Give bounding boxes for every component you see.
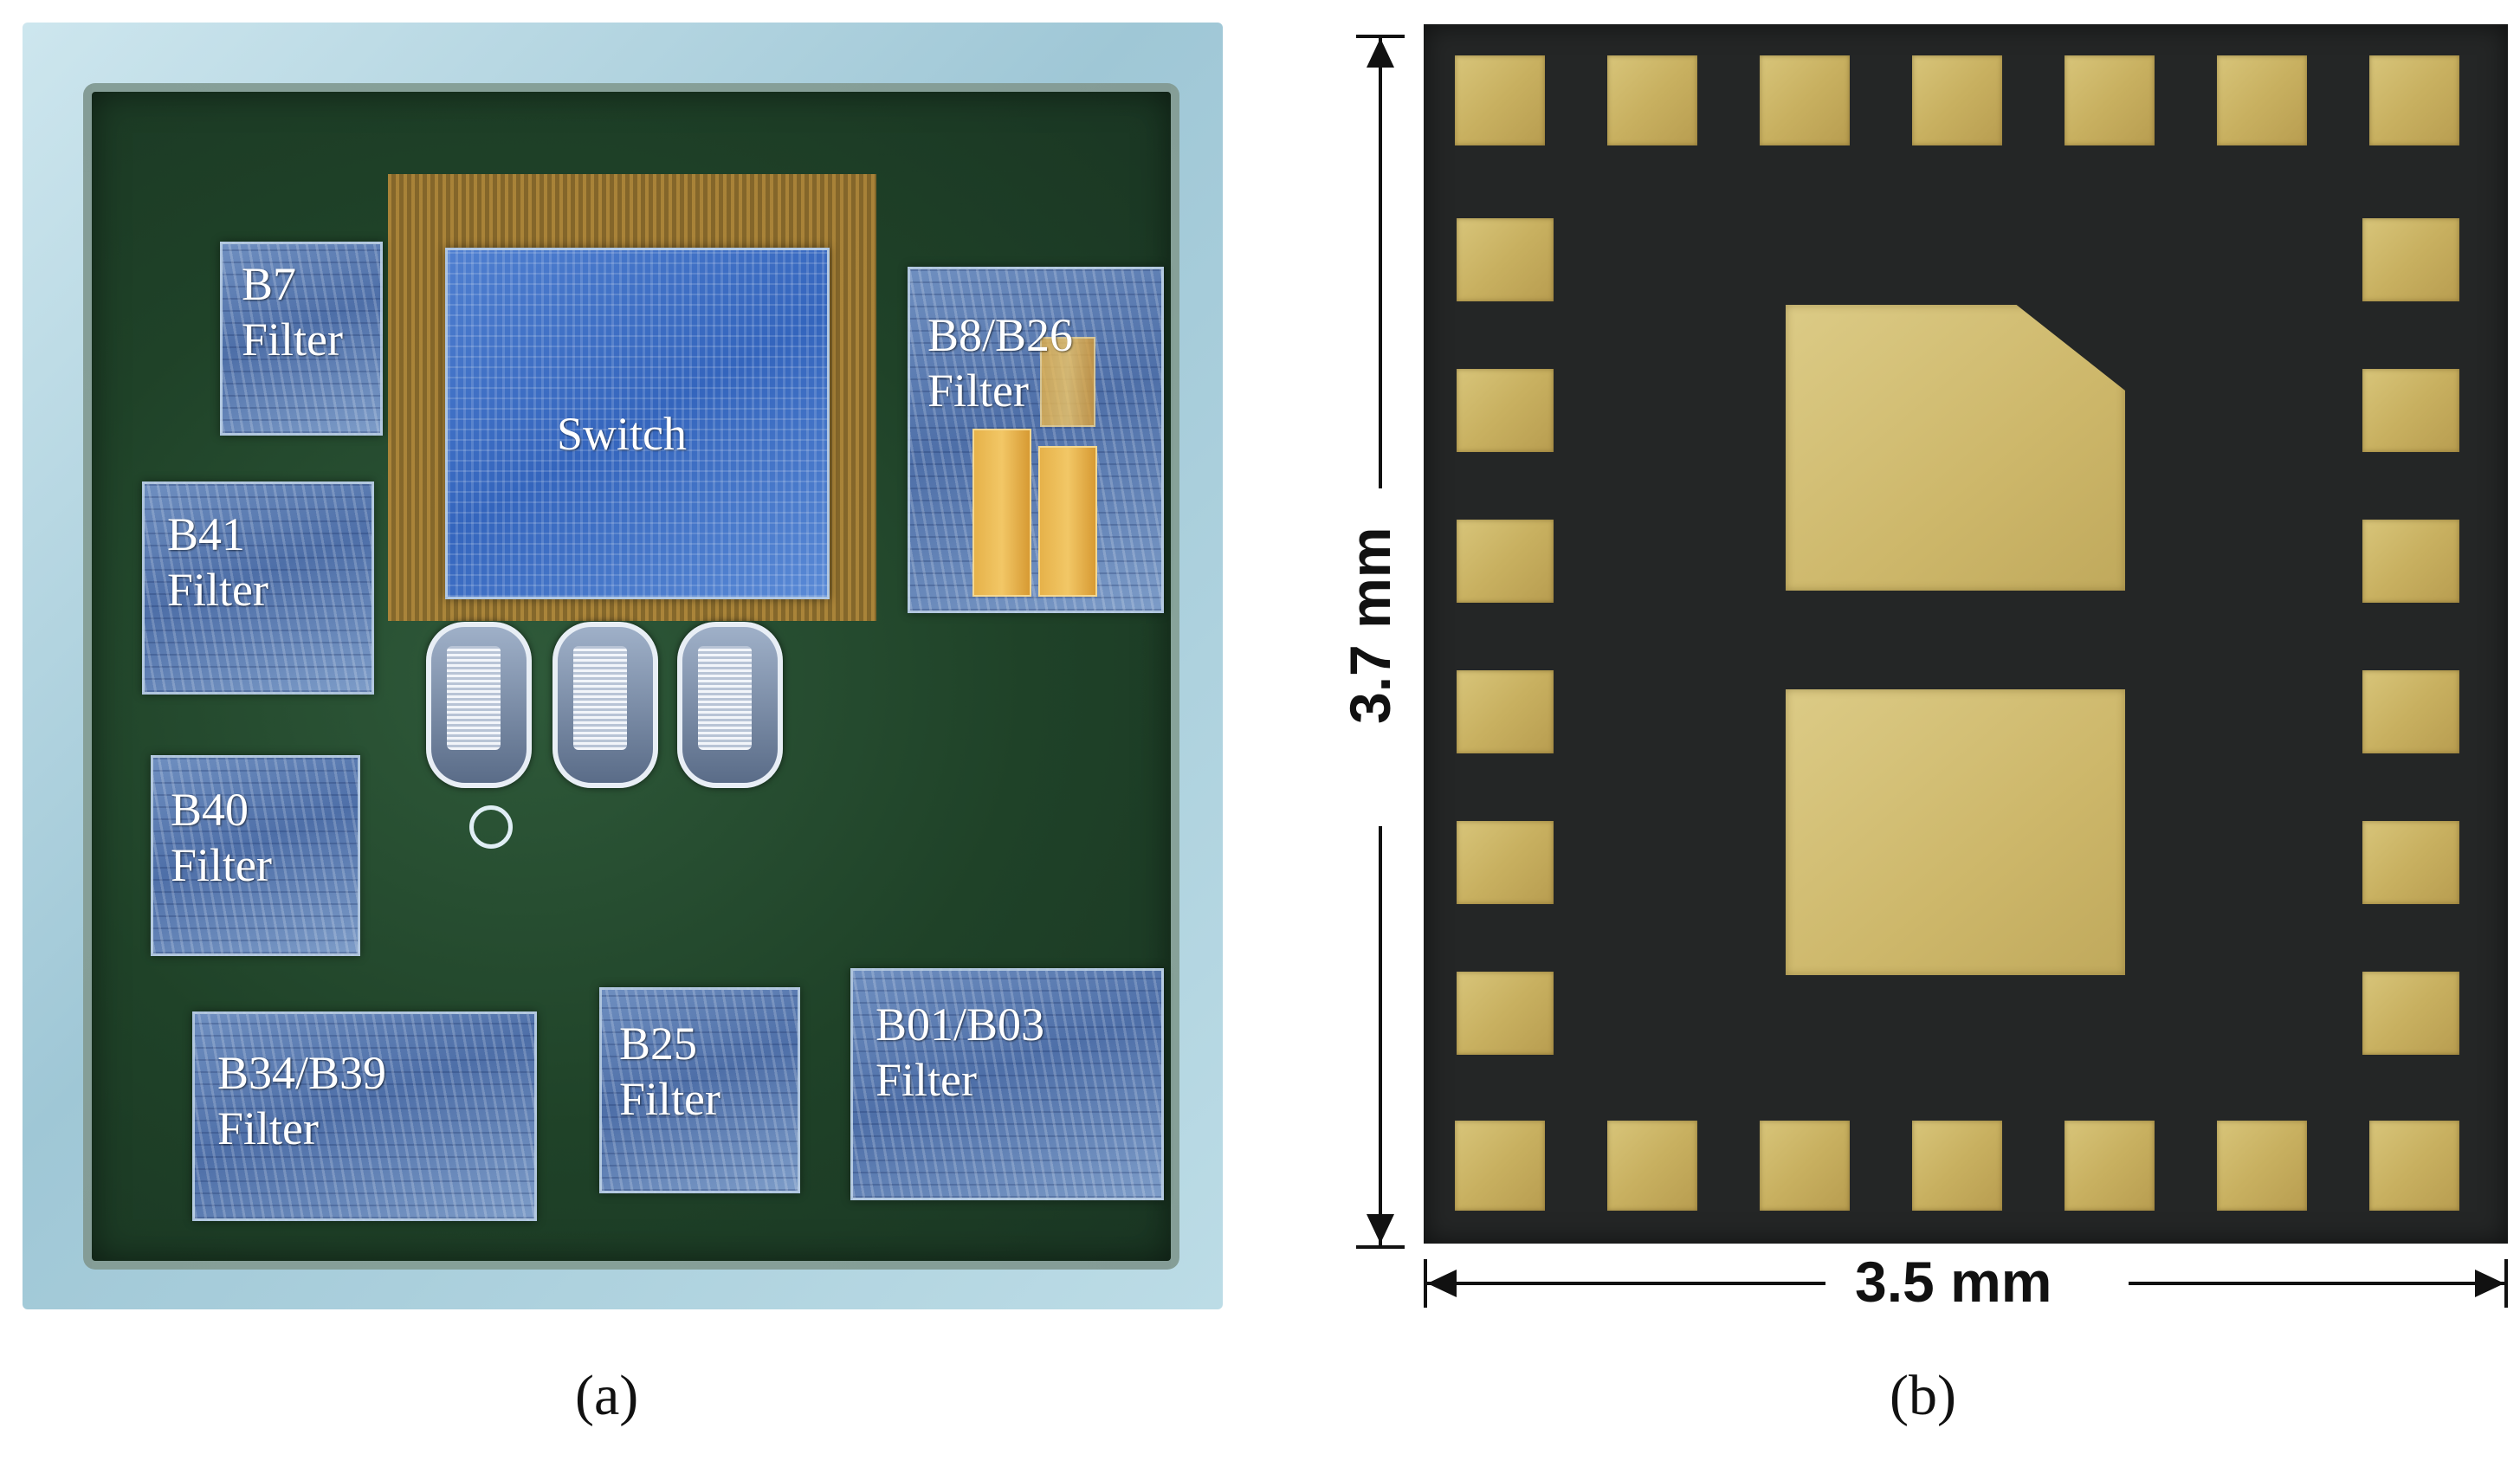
center-pad-lower	[1786, 689, 2125, 975]
b01-b03-label-line1: B01/B03	[876, 998, 1045, 1050]
pad-top-7	[2369, 55, 2459, 145]
b01-b03-filter-die: B01/B03 Filter	[850, 968, 1164, 1200]
switch-label: Switch	[557, 408, 688, 460]
height-dimension-line-top	[1379, 36, 1382, 488]
height-dimension-label: 3.7 mm	[1338, 527, 1402, 724]
width-dimension-line-left	[1425, 1282, 1825, 1285]
pad-left-4	[1457, 670, 1554, 753]
pad-bottom-1	[1455, 1121, 1545, 1211]
b8-b26-filter-die: B8/B26 Filter	[908, 267, 1164, 613]
pad-left-5	[1457, 821, 1554, 904]
b8-b26-gold-bar-3	[1040, 337, 1095, 427]
width-arrow-left-icon	[1427, 1270, 1457, 1297]
b25-label-line2: Filter	[619, 1073, 720, 1125]
b7-filter-die: B7 Filter	[220, 242, 383, 436]
pad-top-2	[1607, 55, 1697, 145]
width-dimension-line-right	[2129, 1282, 2506, 1285]
pad-top-6	[2217, 55, 2307, 145]
b01-b03-label-line2: Filter	[876, 1054, 977, 1106]
center-pad-upper	[1786, 305, 2125, 591]
panel-a-caption: (a)	[575, 1364, 639, 1427]
pad-left-2	[1457, 369, 1554, 452]
pad-bottom-5	[2064, 1121, 2155, 1211]
b34-b39-label-line1: B34/B39	[217, 1047, 387, 1099]
b7-label-line2: Filter	[242, 313, 343, 365]
panel-b-caption: (b)	[1890, 1364, 1956, 1427]
b8-b26-gold-bar-2	[1038, 446, 1097, 597]
width-dimension-label: 3.5 mm	[1855, 1250, 2052, 1314]
pad-right-1	[2362, 218, 2459, 301]
b40-label-line2: Filter	[171, 839, 272, 891]
switch-die: Switch	[445, 248, 830, 599]
pad-left-3	[1457, 520, 1554, 603]
pad-right-3	[2362, 520, 2459, 603]
pad-top-3	[1760, 55, 1850, 145]
package-body	[1424, 24, 2508, 1244]
b40-label-line1: B40	[171, 784, 249, 836]
pad-top-4	[1912, 55, 2002, 145]
pad-left-1	[1457, 218, 1554, 301]
pad-bottom-6	[2217, 1121, 2307, 1211]
package-bottom-panel: 3.7 mm 3.5 mm	[1338, 23, 2511, 1318]
b7-label-line1: B7	[242, 258, 297, 310]
height-arrow-down-icon	[1367, 1214, 1394, 1244]
height-dimension-tick-top	[1356, 35, 1405, 38]
pad-top-5	[2064, 55, 2155, 145]
pad-right-2	[2362, 369, 2459, 452]
passive-component-3	[677, 622, 783, 788]
height-dimension-line-bottom	[1379, 826, 1382, 1247]
module-photo-panel: B7 Filter Switch B8/B26 Filter B41 Filte…	[23, 23, 1223, 1309]
width-dimension-tick-right	[2504, 1259, 2508, 1308]
via-ring	[469, 805, 513, 849]
pad-right-6	[2362, 972, 2459, 1055]
passive-component-2	[552, 622, 658, 788]
b41-label-line2: Filter	[167, 564, 268, 616]
b25-filter-die: B25 Filter	[599, 987, 800, 1193]
b8-b26-label-line2: Filter	[927, 365, 1029, 417]
b40-filter-die: B40 Filter	[151, 755, 360, 956]
package-bottom-view	[1413, 23, 2511, 1245]
width-dimension-tick-left	[1424, 1259, 1427, 1308]
height-dimension-tick-bottom	[1356, 1245, 1405, 1249]
pad-top-1	[1455, 55, 1545, 145]
width-arrow-right-icon	[2475, 1270, 2504, 1297]
pad-left-6	[1457, 972, 1554, 1055]
height-arrow-up-icon	[1367, 38, 1394, 68]
pad-bottom-2	[1607, 1121, 1697, 1211]
b25-label-line1: B25	[619, 1018, 698, 1070]
b34-b39-filter-die: B34/B39 Filter	[192, 1011, 537, 1221]
pad-bottom-4	[1912, 1121, 2002, 1211]
b41-filter-die: B41 Filter	[142, 481, 374, 695]
pad-bottom-3	[1760, 1121, 1850, 1211]
pad-right-5	[2362, 821, 2459, 904]
pad-bottom-7	[2369, 1121, 2459, 1211]
b8-b26-label-line1: B8/B26	[927, 309, 1074, 361]
pad-right-4	[2362, 670, 2459, 753]
b34-b39-label-line2: Filter	[217, 1102, 319, 1154]
b8-b26-gold-bar-1	[972, 429, 1031, 597]
b41-label-line1: B41	[167, 508, 246, 560]
passive-component-1	[426, 622, 532, 788]
